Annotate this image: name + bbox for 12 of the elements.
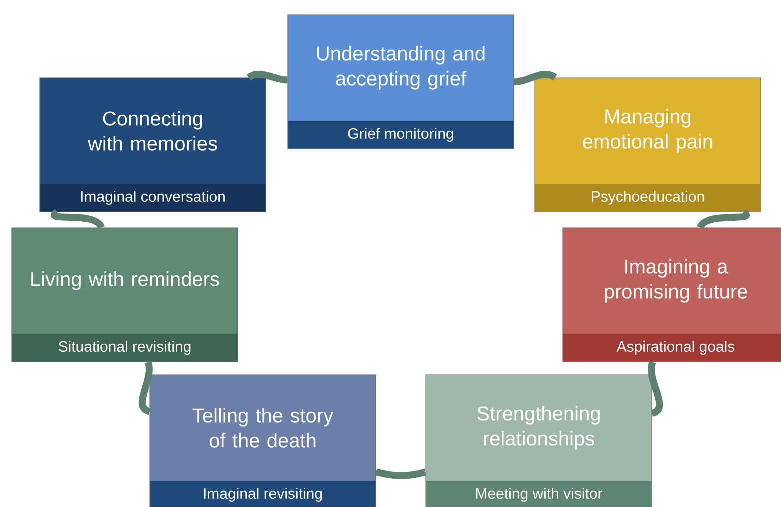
ring-connector — [51, 210, 105, 230]
step-box: Imagining a promising future Aspirational goals — [562, 228, 781, 362]
step-box: Managing emotional pain Psychoeducation — [534, 78, 762, 212]
step-box: Connecting with memories Imaginal conversation — [40, 78, 266, 212]
ring-connector — [648, 362, 664, 417]
ring-connector — [138, 362, 153, 416]
step-box: Living with reminders Situational revisiting — [12, 228, 238, 362]
step-box: Strengthening relationships Meeting with visitor — [426, 374, 652, 507]
ring-connector — [375, 468, 427, 480]
ring-connector — [247, 70, 288, 84]
step-box: Understanding and accepting grief Grief monitoring — [288, 14, 514, 150]
step-box: Telling the story of the death Imaginal revisiting — [150, 374, 376, 507]
